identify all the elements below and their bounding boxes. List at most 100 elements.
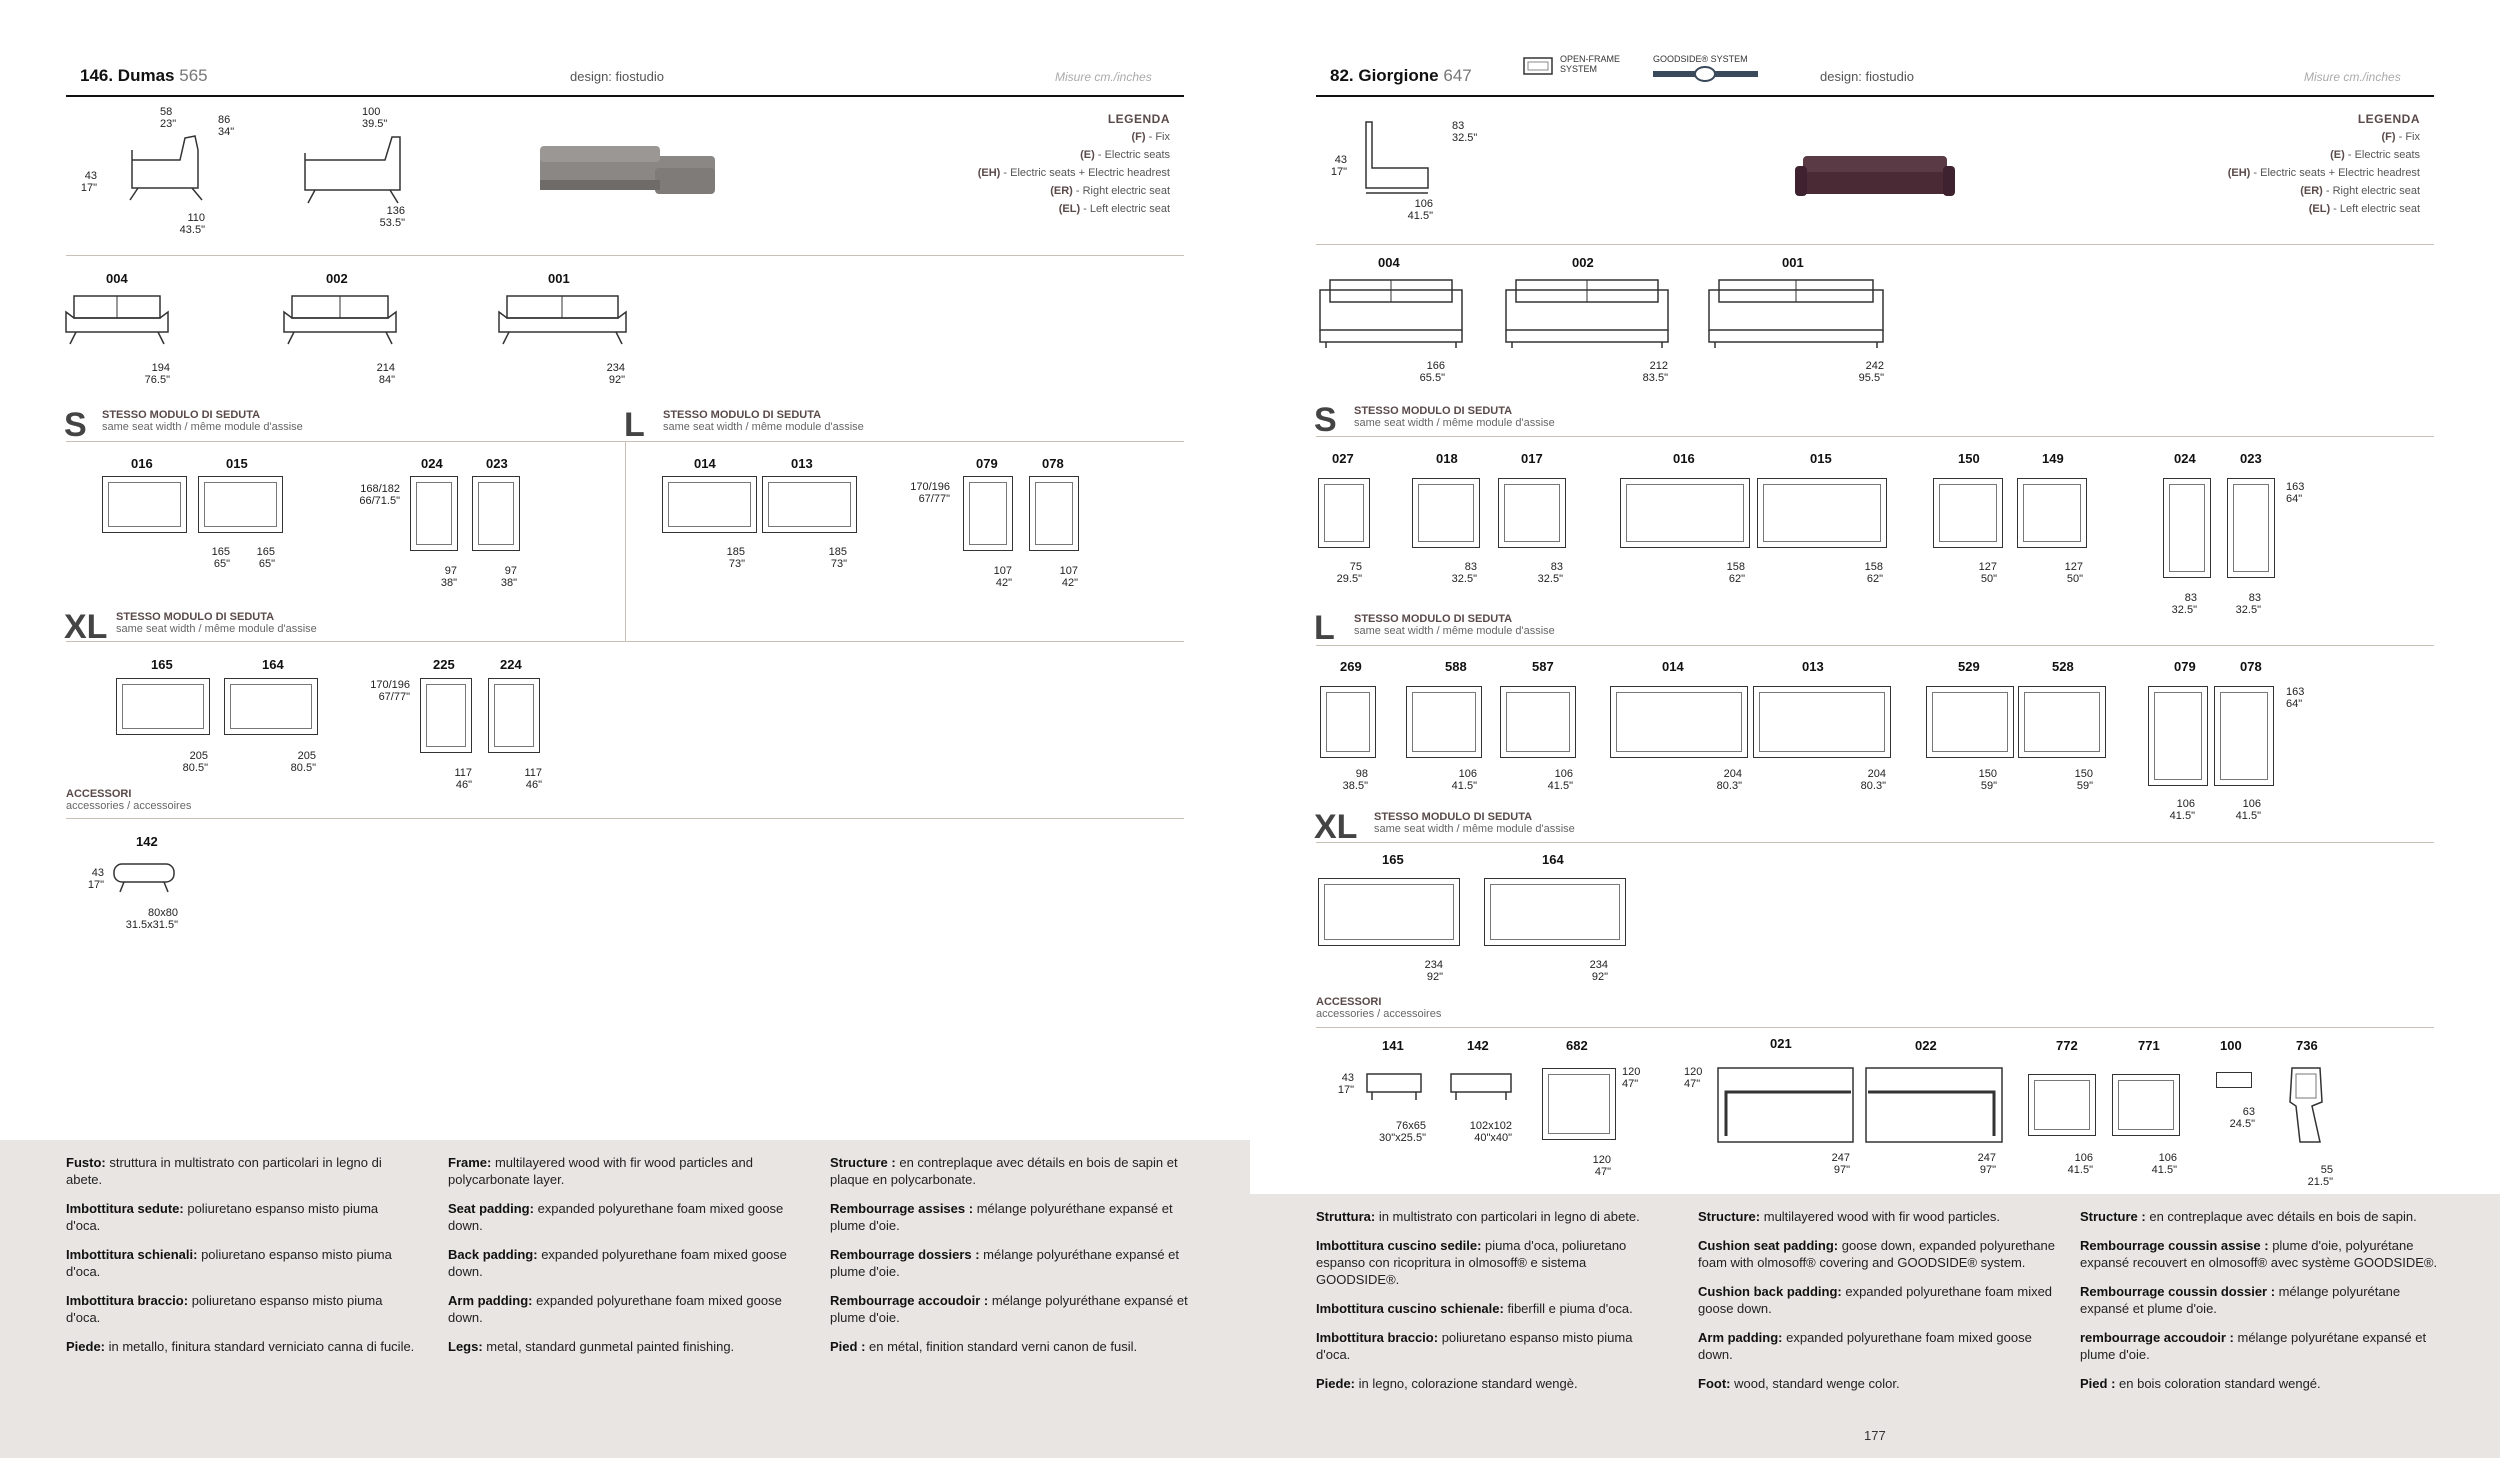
module-drawing: [1933, 478, 2003, 548]
page-number: 177: [1864, 1428, 1886, 1443]
module-code: 587: [1532, 659, 1554, 674]
sofa-code: 002: [1572, 255, 1594, 270]
module-drawing: [662, 476, 757, 533]
module-drawing: [2112, 1074, 2180, 1136]
module-code: 015: [1810, 451, 1832, 466]
module-drawing: [1484, 878, 1626, 946]
module-code: 023: [486, 456, 508, 471]
module-code: 014: [1662, 659, 1684, 674]
accessory-code: 682: [1566, 1038, 1588, 1053]
sofa-drawing: [1708, 279, 1884, 348]
module-drawing: [1926, 686, 2014, 758]
module-drawing: [102, 476, 187, 533]
materials-french: Structure : en contreplaque avec détails…: [2080, 1209, 2438, 1391]
module-drawing: [116, 678, 210, 735]
section-letter-s: S: [64, 406, 87, 444]
module-drawing: [1757, 478, 1887, 548]
module-drawing: [1406, 686, 1482, 758]
module-code: 016: [131, 456, 153, 471]
module-code: 078: [1042, 456, 1064, 471]
accessory-code: 141: [1382, 1038, 1404, 1053]
sofa-code: 004: [1378, 255, 1400, 270]
module-code: 013: [791, 456, 813, 471]
module-code: 013: [1802, 659, 1824, 674]
module-code: 164: [262, 657, 284, 672]
left-page: 146. Dumas 565 design: fiostudio Misure …: [0, 66, 1250, 1458]
accessory-code: 100: [2220, 1038, 2242, 1053]
module-drawing: [2018, 686, 2106, 758]
materials-footer: [0, 1140, 1250, 1458]
sofa-drawing: [1319, 279, 1463, 348]
module-code: 079: [976, 456, 998, 471]
materials-french: Structure : en contreplaque avec détails…: [830, 1155, 1188, 1354]
module-drawing: [762, 476, 857, 533]
pouf-drawing: [1366, 1073, 1422, 1100]
module-code: 165: [151, 657, 173, 672]
module-code: 016: [1673, 451, 1695, 466]
module-drawing: [1412, 478, 1480, 548]
sofa-drawing: [498, 295, 627, 345]
accessory-code: 771: [2138, 1038, 2160, 1053]
module-drawing: [1029, 476, 1079, 551]
side-profile-drawing: [129, 135, 203, 201]
section-rule: [1316, 244, 2434, 245]
module-drawing: [2148, 686, 2208, 786]
product-title: 82. Giorgione 647: [1330, 66, 1472, 85]
module-drawing: [1753, 686, 1891, 758]
module-code: 079: [2174, 659, 2196, 674]
sofa-code: 001: [1782, 255, 1804, 270]
corner-module-drawing: [1717, 1067, 2003, 1143]
cushion-drawing: [2216, 1072, 2252, 1088]
reclined-profile-drawing: [304, 136, 401, 204]
module-drawing: [472, 476, 520, 551]
module-drawing: [2214, 686, 2274, 786]
module-code: 528: [2052, 659, 2074, 674]
module-code: 269: [1340, 659, 1362, 674]
legend: LEGENDA (F) - Fix (E) - Electric seats (…: [977, 112, 1170, 215]
module-code: 149: [2042, 451, 2064, 466]
units-label: Misure cm./inches: [2304, 70, 2401, 84]
materials-footer: [1250, 1194, 2500, 1458]
module-code: 024: [421, 456, 443, 471]
materials-italian: Struttura: in multistrato con particolar…: [1316, 1209, 1640, 1391]
sofa-drawing: [1505, 279, 1669, 348]
pouf-code: 142: [136, 834, 158, 849]
pouf-drawing: [1450, 1073, 1512, 1100]
header-rule: [1316, 95, 2434, 97]
